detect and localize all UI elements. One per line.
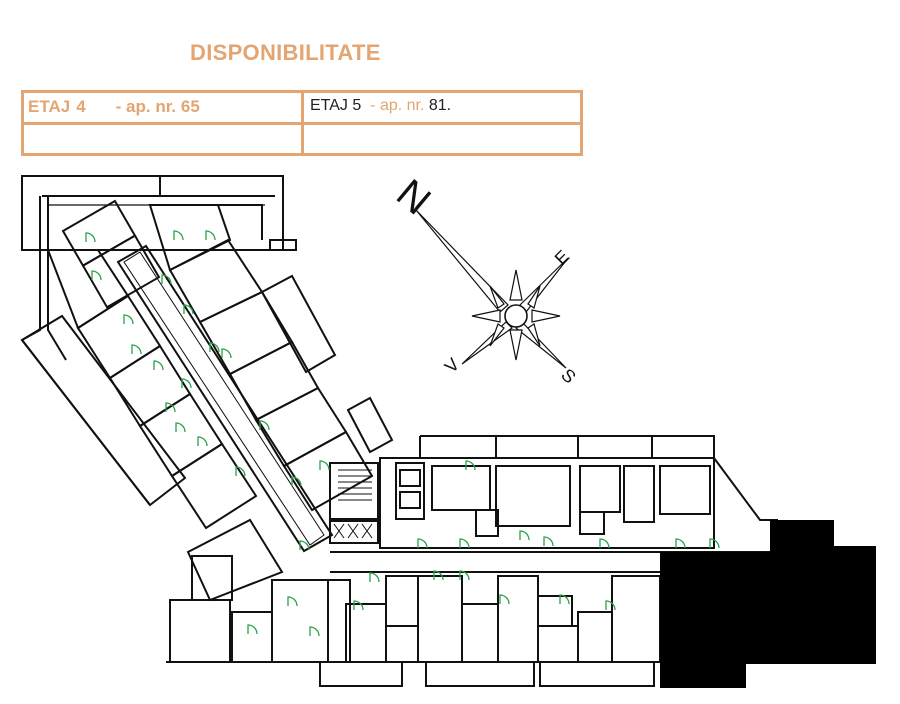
availability-cell-floor5: ETAJ 5 - ap. nr. 81.	[310, 97, 451, 115]
floor4-number: 4	[76, 97, 86, 116]
availability-cell-floor4: ETAJ 4 - ap. nr. 65	[28, 97, 200, 117]
compass-east-label: E	[551, 246, 574, 269]
floor5-label: ETAJ 5	[310, 97, 362, 114]
compass-south-label: S	[557, 365, 580, 388]
compass-north-label: N	[388, 171, 438, 223]
floor5-ap-number: 81.	[428, 97, 452, 114]
floor4-ap-number: 65	[180, 97, 200, 116]
table-divider-vertical	[301, 93, 304, 153]
compass-rose-icon	[415, 209, 569, 369]
rooms-left-of-corridor	[46, 249, 284, 602]
availability-table: ETAJ 4 - ap. nr. 65 ETAJ 5 - ap. nr. 81.	[21, 90, 583, 156]
lower-wing	[166, 435, 778, 687]
unavailable-hatched-block	[660, 520, 876, 688]
floor4-label: ETAJ	[28, 97, 71, 116]
floor5-ap-label: - ap. nr.	[370, 97, 425, 114]
compass-west-label: V	[441, 354, 464, 377]
rooms-right-of-corridor	[148, 204, 394, 512]
page-title: DISPONIBILITATE	[190, 40, 381, 65]
floor4-ap-label: - ap. nr.	[115, 97, 177, 116]
stair-core	[329, 462, 425, 544]
central-corridor	[116, 244, 334, 553]
